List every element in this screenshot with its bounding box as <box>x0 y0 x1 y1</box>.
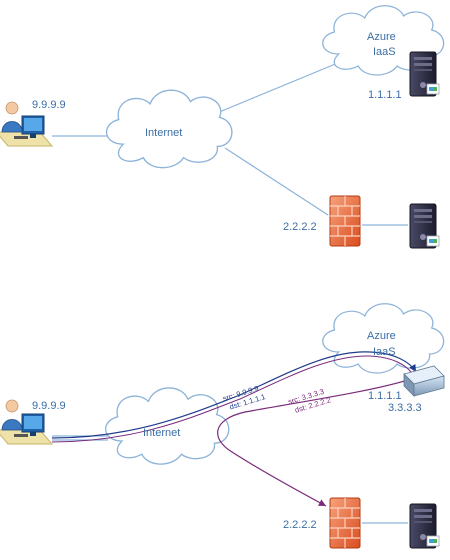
top-diagram: 9.9.9.9 Internet Azure IaaS 1.1.1.1 2.2.… <box>0 5 445 249</box>
link-internet-firewall <box>224 147 329 216</box>
traffic-path-to-azure <box>51 351 417 439</box>
azure-ip-2-label: 3.3.3.3 <box>388 402 422 414</box>
internet-cloud-icon <box>105 387 230 465</box>
bottom-diagram: 9.9.9.9 Internet Azure IaaS 1.1.1.1 3.3.… <box>0 303 445 549</box>
traffic-path-to-azure-2 <box>51 355 415 443</box>
client-ip-label: 9.9.9.9 <box>32 400 66 412</box>
azure-server-ip-label: 1.1.1.1 <box>368 89 402 101</box>
internet-label: Internet <box>145 127 182 139</box>
server-tower-icon <box>409 503 440 549</box>
firewall-brick-icon <box>329 497 361 549</box>
azure-label-line1: Azure <box>367 330 396 342</box>
firewall-brick-icon <box>329 195 361 247</box>
azure-label-line2: IaaS <box>373 346 396 358</box>
firewall-ip-label: 2.2.2.2 <box>283 519 317 531</box>
traffic-path-to-firewall <box>217 377 415 507</box>
azure-ip-1-label: 1.1.1.1 <box>368 390 402 402</box>
server-tower-icon <box>409 203 440 249</box>
azure-label-line1: Azure <box>367 31 396 43</box>
internet-label: Internet <box>143 427 180 439</box>
link-internet-azure <box>211 59 346 116</box>
client-ip-label: 9.9.9.9 <box>32 99 66 111</box>
azure-label-line2: IaaS <box>373 46 396 58</box>
server-tower-icon <box>409 51 440 97</box>
firewall-ip-label: 2.2.2.2 <box>283 221 317 233</box>
